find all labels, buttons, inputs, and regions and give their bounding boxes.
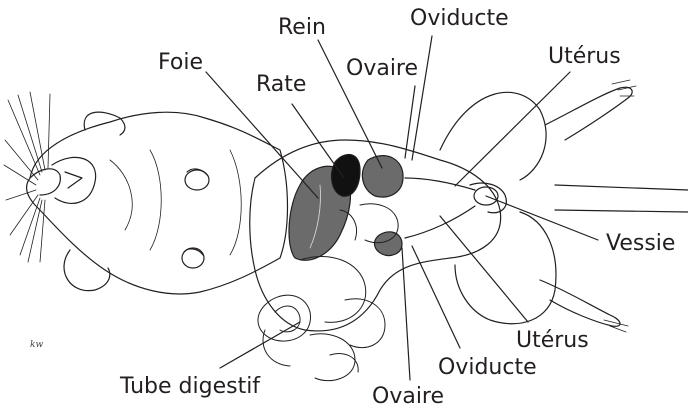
label-rate: Rate: [256, 74, 306, 96]
kidney-left: [331, 154, 360, 196]
artist-signature: kw: [30, 340, 43, 350]
label-oviducte-top: Oviducte: [410, 8, 509, 30]
kidney-right: [362, 156, 403, 197]
tail: [555, 185, 688, 212]
uterus: [405, 178, 506, 238]
hind-leg-top: [545, 87, 632, 140]
eye-bottom: [182, 248, 204, 268]
label-foie: Foie: [158, 52, 203, 74]
whiskers: [4, 92, 50, 262]
label-tube-digestif: Tube digestif: [120, 376, 260, 398]
eye-top: [185, 169, 209, 190]
label-vessie: Vessie: [606, 233, 675, 255]
hind-body: [440, 92, 556, 323]
label-uterus-top: Utérus: [548, 46, 621, 68]
label-rein: Rein: [278, 17, 326, 39]
hind-leg-bottom: [540, 280, 620, 326]
label-oviducte-bottom: Oviducte: [438, 357, 537, 379]
ovary-lower: [375, 232, 402, 256]
label-uterus-bottom: Utérus: [516, 330, 589, 352]
label-ovaire-bottom: Ovaire: [372, 386, 444, 408]
label-ovaire-top: Ovaire: [346, 58, 418, 80]
snout: [30, 169, 60, 195]
